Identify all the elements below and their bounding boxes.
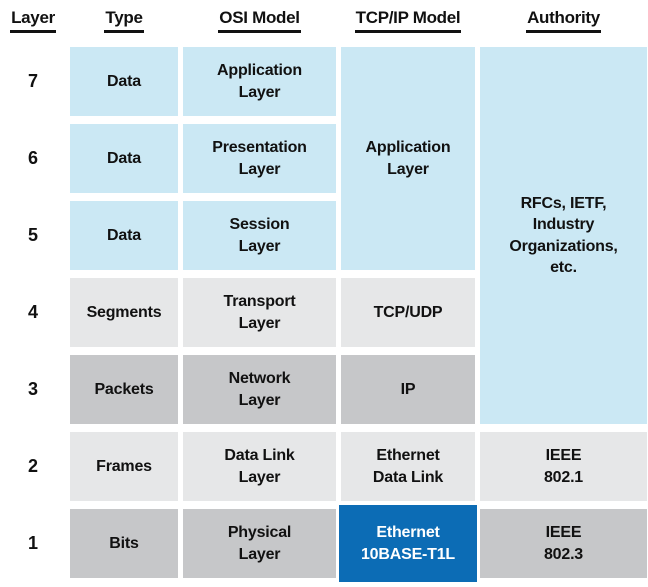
layer-number-7: 7	[27, 71, 38, 91]
cell-type-layer5: Data	[70, 201, 178, 270]
column-header-layer: Layer	[10, 8, 56, 33]
layer-number-1: 1	[27, 533, 38, 553]
column-header-osi-model: OSI Model	[218, 8, 301, 33]
cell-type-layer1: Bits	[70, 509, 178, 578]
layer-number-3: 3	[27, 379, 38, 399]
column-header-authority: Authority	[526, 8, 601, 33]
cell-authority-ieee-802-1: IEEE 802.1	[480, 432, 647, 501]
cell-type-layer3: Packets	[70, 355, 178, 424]
cell-osi-application-layer: Application Layer	[183, 47, 336, 116]
cell-osi-presentation-layer: Presentation Layer	[183, 124, 336, 193]
column-header-type: Type	[104, 8, 144, 33]
cell-osi-physical-layer: Physical Layer	[183, 509, 336, 578]
cell-osi-network-layer: Network Layer	[183, 355, 336, 424]
cell-osi-transport-layer: Transport Layer	[183, 278, 336, 347]
cell-tcpip-ip: IP	[341, 355, 475, 424]
cell-tcpip-application-layer-span: Application Layer	[341, 47, 475, 270]
column-header-layer-cell: Layer	[1, 2, 65, 39]
column-header-type-cell: Type	[70, 2, 178, 39]
column-header-osi-model-cell: OSI Model	[183, 2, 336, 39]
layer-number-6: 6	[27, 148, 38, 168]
column-header-tcpip-model-cell: TCP/IP Model	[341, 2, 475, 39]
layer-number-2: 2	[27, 456, 38, 476]
cell-type-layer4: Segments	[70, 278, 178, 347]
cell-osi-data-link-layer: Data Link Layer	[183, 432, 336, 501]
cell-tcpip-ethernet-10base-t1l-highlight: Ethernet 10BASE-T1L	[339, 505, 477, 582]
cell-tcpip-tcp-udp: TCP/UDP	[341, 278, 475, 347]
column-header-authority-cell: Authority	[480, 2, 647, 39]
cell-tcpip-ethernet-data-link: Ethernet Data Link	[341, 432, 475, 501]
cell-type-layer2: Frames	[70, 432, 178, 501]
cell-authority-rfcs-ietf-span: RFCs, IETF, Industry Organizations, etc.	[480, 47, 647, 424]
cell-osi-session-layer: Session Layer	[183, 201, 336, 270]
column-header-tcpip-model: TCP/IP Model	[354, 8, 462, 33]
layer-number-5: 5	[27, 225, 38, 245]
cell-type-layer7: Data	[70, 47, 178, 116]
cell-type-layer6: Data	[70, 124, 178, 193]
layer-number-4: 4	[27, 302, 38, 322]
cell-authority-ieee-802-3: IEEE 802.3	[480, 509, 647, 578]
